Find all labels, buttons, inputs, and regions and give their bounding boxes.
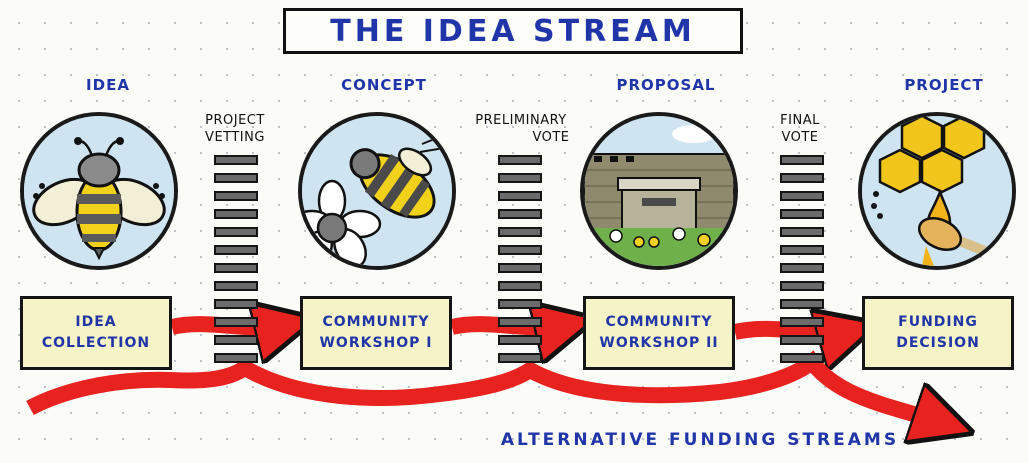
gate-bar — [780, 317, 824, 327]
gate-label-line1: PRELIMINARY — [475, 113, 567, 128]
gate-label-line2: VOTE — [781, 130, 819, 145]
medallion-idea — [20, 112, 178, 270]
gate-bar — [214, 299, 258, 309]
gate-bar — [498, 299, 542, 309]
gate-bar — [214, 155, 258, 165]
gate-bar — [780, 281, 824, 291]
gate-bar — [780, 173, 824, 183]
gate-bar — [214, 335, 258, 345]
box-community-workshop-2: COMMUNITY WORKSHOP II — [583, 296, 735, 370]
gate-project-vetting — [214, 155, 258, 371]
box-funding-decision: FUNDING DECISION — [862, 296, 1014, 370]
gate-bar — [214, 245, 258, 255]
box-idea-collection: IDEA COLLECTION — [20, 296, 172, 370]
gate-label-line2: VOTE — [532, 130, 570, 145]
honey-dipper-icon — [862, 116, 1012, 266]
alternative-streams-label: ALTERNATIVE FUNDING STREAMS — [500, 430, 900, 450]
gate-bar — [214, 263, 258, 273]
gate-bar — [780, 209, 824, 219]
gate-bar — [214, 209, 258, 219]
gate-label-preliminary-vote: PRELIMINARY VOTE — [446, 112, 596, 146]
arrow-alternative-stream — [26, 350, 950, 425]
gate-bar — [498, 191, 542, 201]
gate-bar — [498, 335, 542, 345]
gate-label-project-vetting: PROJECT VETTING — [180, 112, 290, 146]
bee-flower-icon — [302, 116, 452, 266]
gate-final-vote — [780, 155, 824, 371]
gate-bar — [780, 299, 824, 309]
page-title: THE IDEA STREAM — [283, 8, 743, 54]
gate-bar — [214, 317, 258, 327]
gate-bar — [214, 227, 258, 237]
gate-bar — [498, 209, 542, 219]
gate-bar — [498, 227, 542, 237]
gate-bar — [214, 281, 258, 291]
building-garden-icon — [584, 116, 734, 266]
gate-bar — [498, 155, 542, 165]
gate-label-line1: FINAL — [780, 113, 820, 128]
medallion-proposal — [580, 112, 738, 270]
stage-label-concept: CONCEPT — [341, 76, 427, 94]
medallion-project — [858, 112, 1016, 270]
gate-bar — [498, 245, 542, 255]
gate-bar — [214, 353, 258, 363]
gate-bar — [498, 317, 542, 327]
gate-bar — [780, 155, 824, 165]
box-community-workshop-1: COMMUNITY WORKSHOP I — [300, 296, 452, 370]
arrow-proposal-to-project — [733, 329, 855, 333]
gate-bar — [780, 191, 824, 201]
gate-bar — [214, 191, 258, 201]
gate-bar — [780, 245, 824, 255]
gate-bar — [780, 353, 824, 363]
gate-bar — [498, 281, 542, 291]
gate-bar — [780, 227, 824, 237]
gate-bar — [780, 263, 824, 273]
gate-bar — [780, 335, 824, 345]
gate-bar — [214, 173, 258, 183]
bee-icon — [24, 116, 174, 266]
stage-label-proposal: PROPOSAL — [616, 76, 716, 94]
stage-label-project: PROJECT — [904, 76, 984, 94]
gate-label-line1: PROJECT — [205, 113, 265, 128]
medallion-concept — [298, 112, 456, 270]
gate-label-line2: VETTING — [205, 130, 265, 145]
gate-bar — [498, 173, 542, 183]
stage-label-idea: IDEA — [86, 76, 130, 94]
gate-bar — [498, 353, 542, 363]
gate-bar — [498, 263, 542, 273]
gate-label-final-vote: FINAL VOTE — [758, 112, 842, 146]
gate-preliminary-vote — [498, 155, 542, 371]
